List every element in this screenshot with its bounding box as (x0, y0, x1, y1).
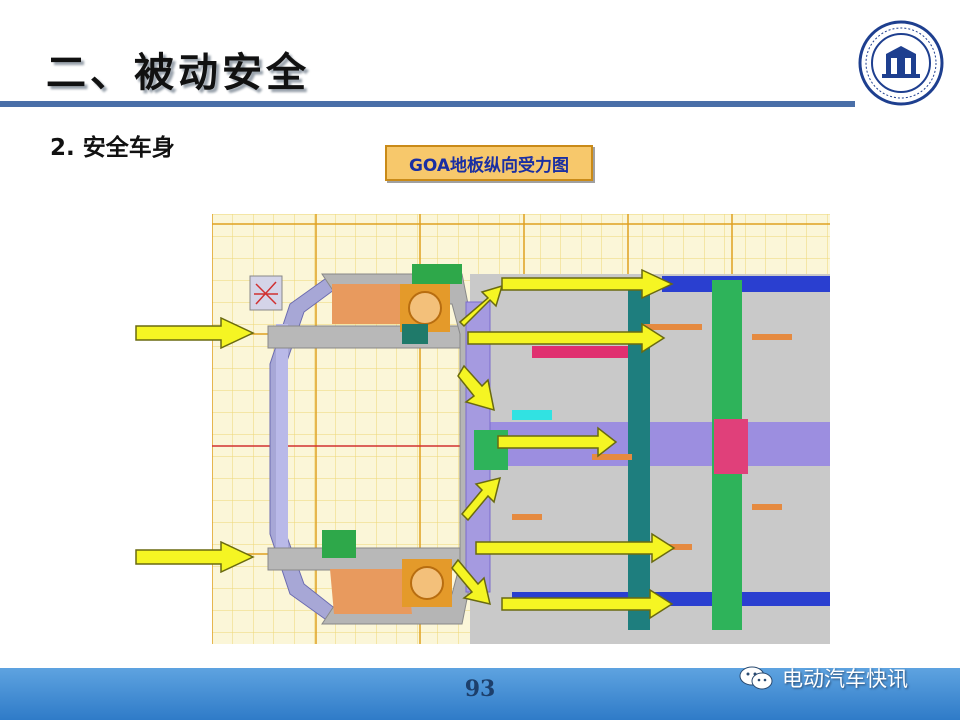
slide-title: 二、被动安全 (46, 50, 310, 96)
arrow-long-3 (497, 426, 618, 458)
arrow-long-4 (475, 532, 676, 564)
arrow-long-1 (501, 268, 674, 300)
diagram-label: GOA地板纵向受力图 (385, 145, 593, 181)
impact-arrow-bottom (135, 541, 255, 573)
watermark-text: 电动汽车快讯 (782, 667, 908, 691)
arrow-diagonal-1 (458, 284, 504, 328)
wechat-icon (739, 666, 773, 690)
university-seal-icon (858, 20, 944, 106)
footer-bar (0, 668, 960, 720)
page-number: 93 (464, 676, 496, 702)
floor-load-diagram (212, 214, 830, 644)
arrow-long-5 (501, 588, 674, 620)
title-rule (0, 101, 855, 107)
force-arrows (451, 268, 676, 620)
arrow-diagonal-2 (457, 364, 495, 412)
impact-arrow-top (135, 317, 255, 349)
section-subheading: 2. 安全车身 (50, 135, 175, 161)
arrow-diagonal-3 (460, 476, 502, 522)
arrow-diagonal-4 (451, 558, 492, 606)
arrow-long-2 (467, 322, 666, 354)
watermark: 电动汽车快讯 (738, 664, 908, 692)
